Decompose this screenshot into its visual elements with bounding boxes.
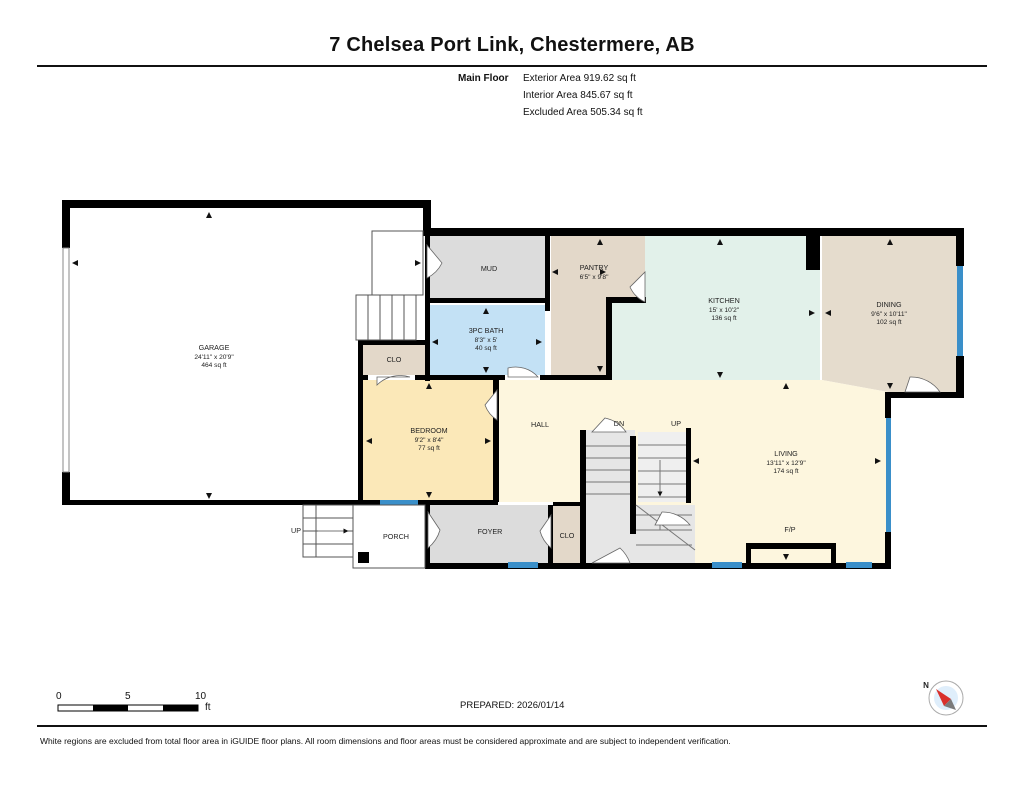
dimension-arrows — [72, 212, 893, 560]
bedroom-area: 77 sq ft — [418, 445, 440, 452]
scale-unit: ft — [205, 702, 211, 713]
dining-fill — [822, 236, 958, 392]
bedroom-label: BEDROOM — [410, 426, 447, 435]
dining-area: 102 sq ft — [876, 319, 901, 326]
dining-dims: 9'6" x 10'11" — [871, 311, 907, 318]
pantry-fill — [551, 236, 645, 377]
closet-label-1: CLO — [387, 355, 402, 364]
windows — [62, 247, 963, 568]
hall-fill — [499, 380, 585, 502]
mud-fill — [427, 236, 549, 300]
garage-dims: 24'11" x 20'9" — [194, 354, 234, 361]
floor-label: Main Floor — [458, 73, 509, 84]
scale-bar — [57, 704, 199, 712]
clo1-fill — [363, 345, 426, 375]
compass-icon — [928, 680, 964, 716]
bedroom-dims: 9'2" x 8'4" — [415, 437, 444, 444]
bath-dims: 8'3" x 5' — [475, 337, 498, 344]
porch-stairs-up-label: UP — [291, 526, 301, 535]
disclaimer: White regions are excluded from total fl… — [40, 736, 731, 746]
doors — [376, 243, 941, 564]
exterior-area: Exterior Area 919.62 sq ft — [523, 73, 636, 84]
kitchen-dims: 15' x 10'2" — [709, 307, 740, 314]
clo2-fill — [553, 505, 583, 563]
title-rule — [37, 65, 987, 67]
footer-rule — [37, 725, 987, 727]
stair-up-fill — [638, 432, 686, 502]
hall-label: HALL — [531, 420, 549, 429]
garage-area: 464 sq ft — [201, 362, 226, 369]
excluded-structures — [302, 230, 426, 569]
scale-tick-5: 5 — [125, 691, 131, 702]
kitchen-label: KITCHEN — [708, 296, 740, 305]
page-title: 7 Chelsea Port Link, Chestermere, AB — [329, 34, 695, 56]
pantry-label: PANTRY — [580, 263, 609, 272]
bath-area: 40 sq ft — [475, 345, 497, 352]
garage-label: GARAGE — [199, 343, 230, 352]
fireplace-label: F/P — [784, 525, 795, 534]
dining-label: DINING — [876, 300, 902, 309]
kitchen-fill — [612, 236, 820, 380]
interior-area: Interior Area 845.67 sq ft — [523, 90, 633, 101]
compass-north-label: N — [923, 681, 929, 690]
prepared-date: PREPARED: 2026/01/14 — [460, 700, 565, 711]
closet-label-2: CLO — [560, 531, 575, 540]
bath-label: 3PC BATH — [469, 326, 504, 335]
foyer-label: FOYER — [478, 527, 503, 536]
porch-post — [358, 552, 369, 563]
stairs-up-label: UP — [671, 419, 681, 428]
stairs-down-label: DN — [614, 419, 624, 428]
living-label: LIVING — [774, 449, 798, 458]
excluded-area: Excluded Area 505.34 sq ft — [523, 107, 643, 118]
bath-fill — [428, 305, 545, 375]
living-area: 174 sq ft — [773, 468, 798, 475]
porch-label: PORCH — [383, 532, 409, 541]
scale-tick-10: 10 — [195, 691, 207, 702]
foyer-fill — [428, 505, 548, 563]
stair-down-fill — [585, 430, 635, 563]
living-dims: 13'11" x 12'9" — [766, 460, 806, 467]
mud-label: MUD — [481, 264, 497, 273]
scale-tick-0: 0 — [56, 691, 62, 702]
bedroom-fill — [363, 380, 497, 500]
kitchen-area: 136 sq ft — [711, 315, 736, 322]
pantry-dims: 6'5" x 9'8" — [580, 274, 609, 281]
